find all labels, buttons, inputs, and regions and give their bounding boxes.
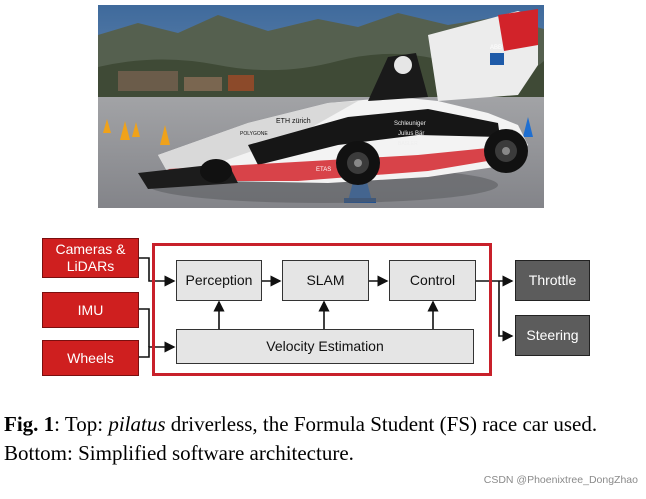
input-wheels: Wheels [42,340,139,376]
marking-polygone: POLYGONE [240,131,268,137]
marking-schleuniger: Schleuniger [394,121,426,127]
velocity-estimation-label: Velocity Estimation [266,338,384,355]
rear-wheel [484,129,528,173]
front-left-wheel [200,159,232,183]
watermark: CSDN @Phoenixtree_DongZhao [484,474,638,486]
marking-basler: BASLER [398,141,418,147]
module-slam: SLAM [282,260,369,301]
perception-label: Perception [186,272,253,289]
module-velocity-estimation: Velocity Estimation [176,329,474,364]
imu-label: IMU [78,302,104,319]
caption-label: Fig. 1 [4,412,54,436]
caption-text-1: : Top: [54,412,108,436]
cameras-label: Cameras & [55,241,125,258]
module-perception: Perception [176,260,262,301]
module-control: Control [389,260,476,301]
marking-eth: ETH zürich [276,118,311,125]
buildings [118,71,178,91]
output-throttle: Throttle [515,260,590,301]
marking-julius-baer: Julius Bär [398,131,424,137]
marking-abb: ABB [490,45,502,51]
marking-etas: ETAS [316,167,331,173]
race-car-illustration: ETH zürich Schleuniger Julius Bär POLYGO… [98,5,544,208]
lidars-label: LiDARs [67,258,114,275]
throttle-label: Throttle [529,272,576,289]
slam-label: SLAM [306,272,344,289]
control-label: Control [410,272,455,289]
figure-caption: Fig. 1: Top: pilatus driverless, the For… [4,410,640,468]
output-steering: Steering [515,315,590,356]
arrow-control-to-steering [499,281,512,336]
input-imu: IMU [42,292,139,328]
caption-italic: pilatus [108,412,165,436]
race-car-photo: ETH zürich Schleuniger Julius Bär POLYGO… [98,5,544,208]
arrow-imu-to-velocity [139,309,149,347]
input-cameras-lidars: Cameras & LiDARs [42,238,139,278]
wheels-label: Wheels [67,350,114,367]
front-wheel [336,141,380,185]
steering-label: Steering [526,327,578,344]
